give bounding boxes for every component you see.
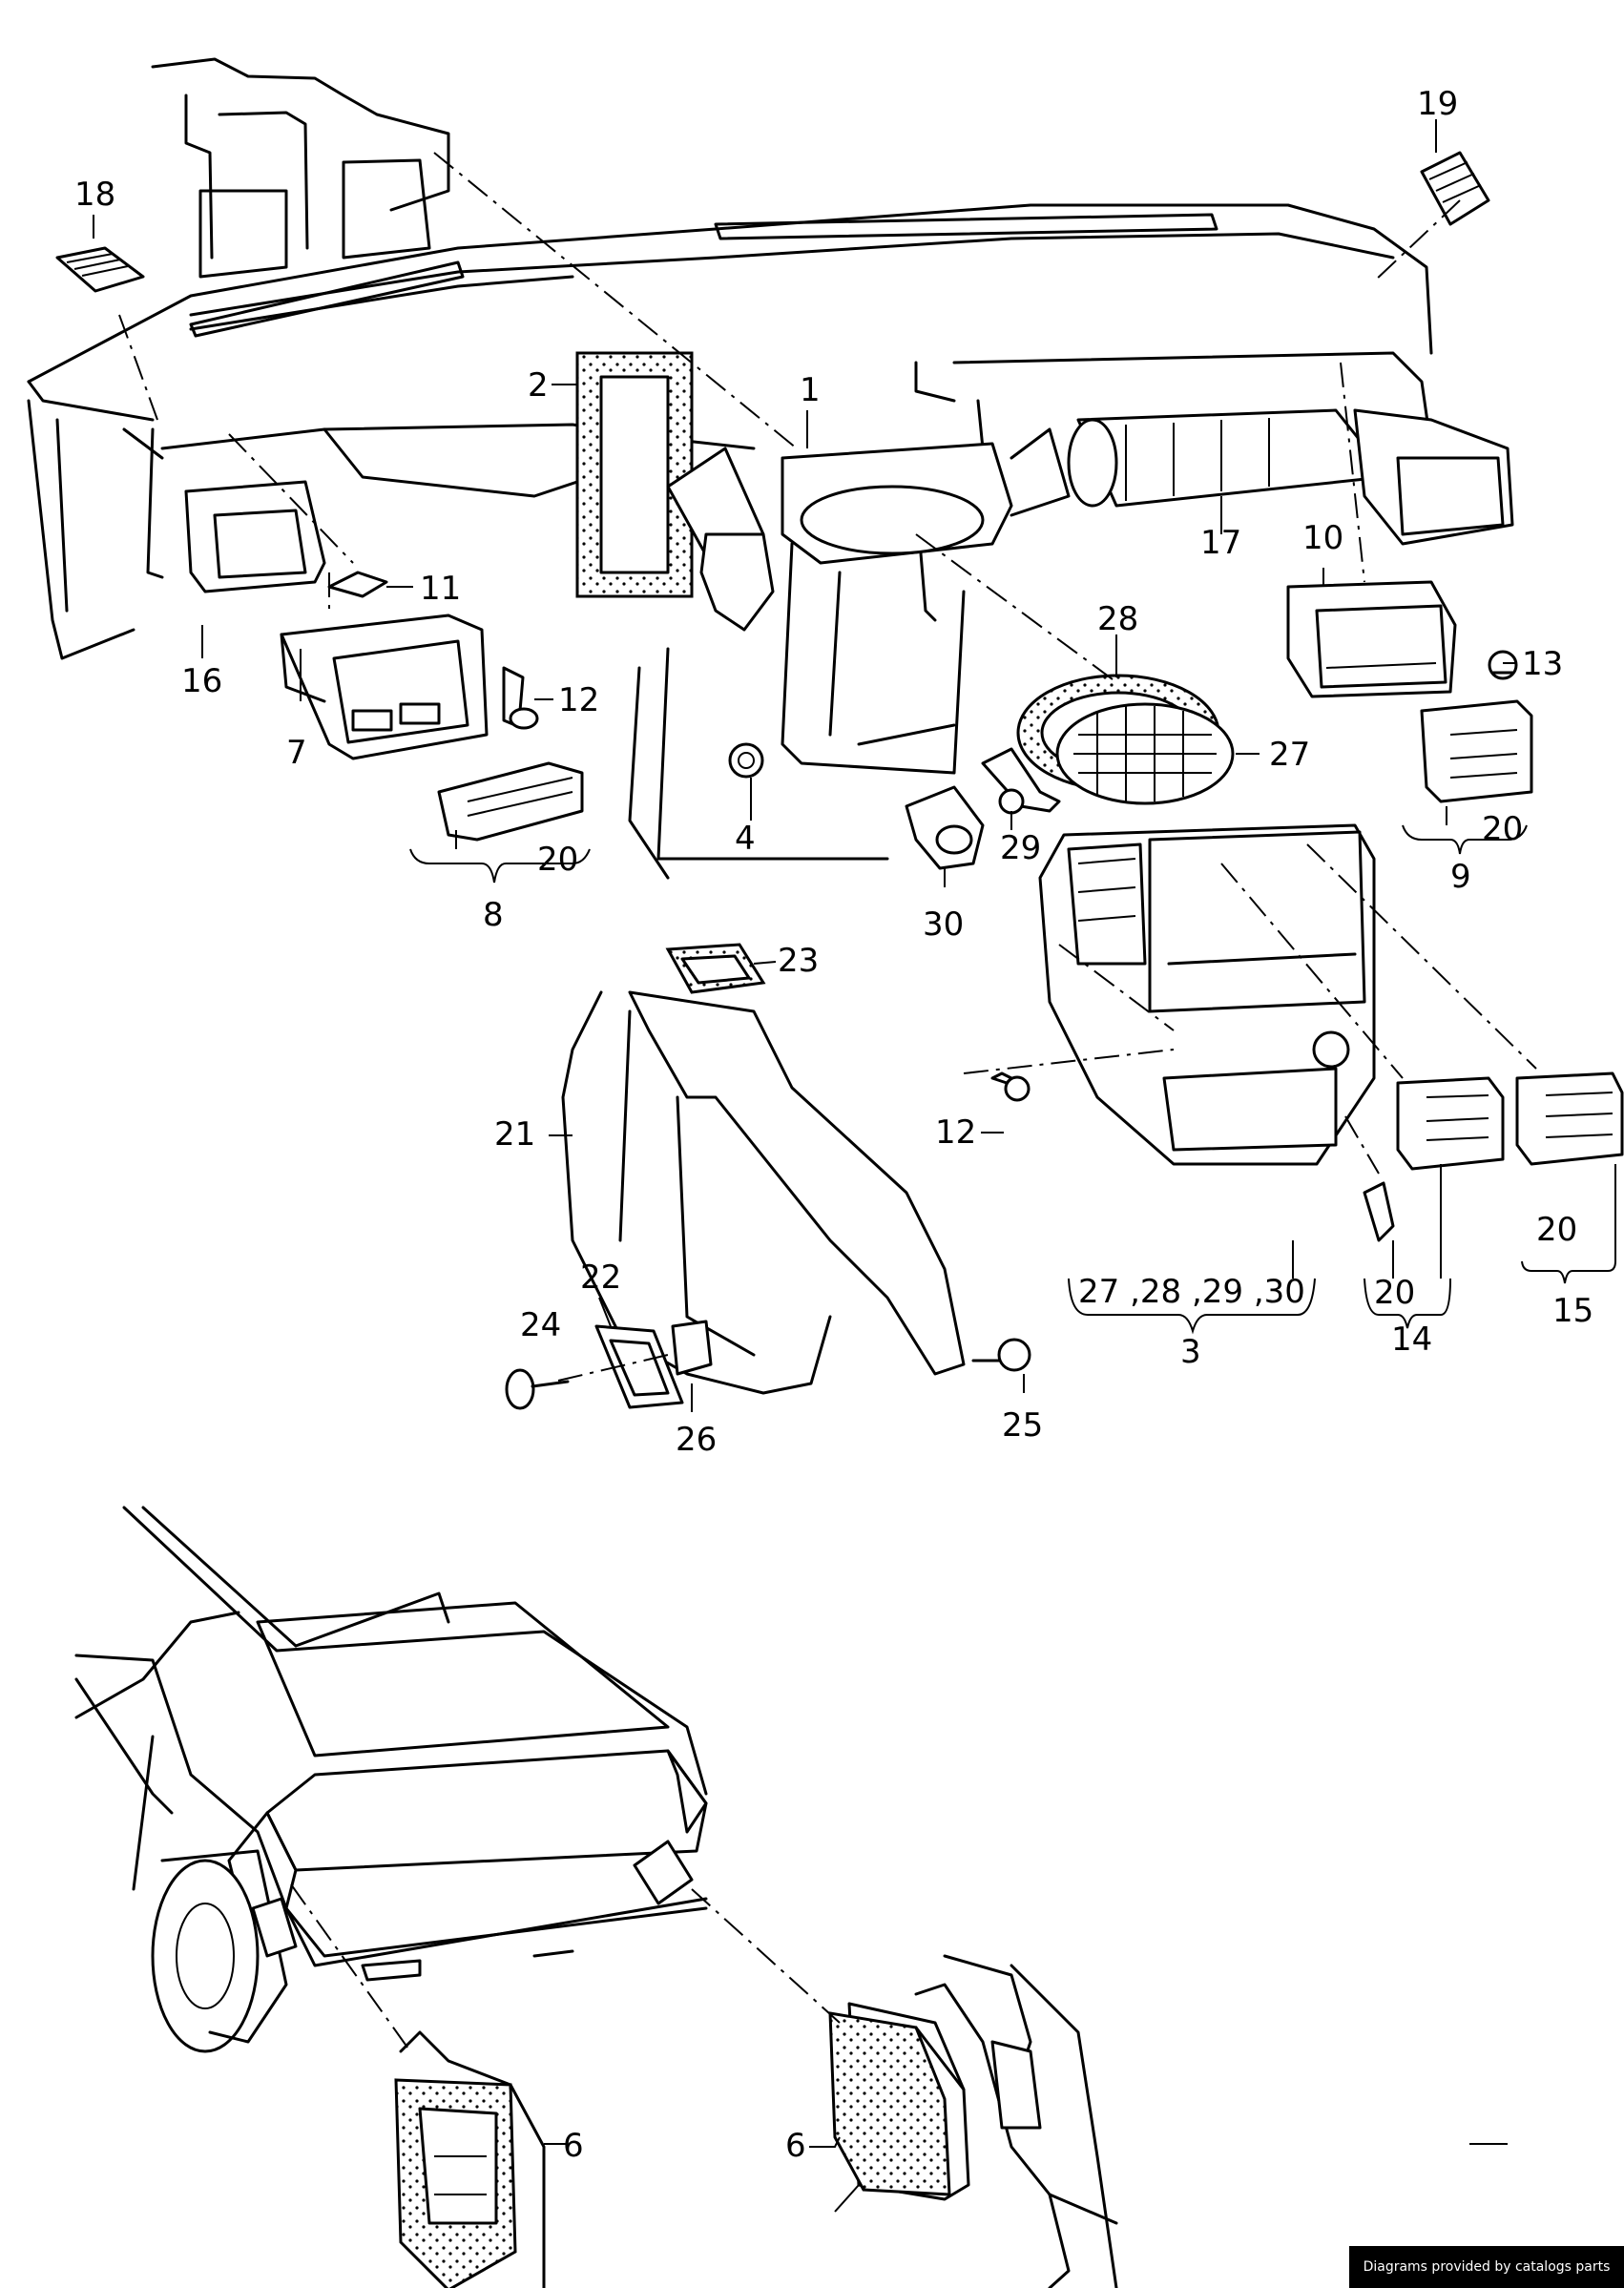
part-20-vent-left <box>437 761 584 842</box>
attribution-footer: Diagrams provided by catalogs parts <box>1349 2246 1624 2288</box>
part-13-bulb <box>1488 650 1518 680</box>
callout-13: 13 <box>1522 645 1563 683</box>
callout-24: 24 <box>520 1306 561 1344</box>
callout-29: 29 <box>1000 829 1041 867</box>
part-20-vent-right-top <box>1420 699 1533 803</box>
callout-11: 11 <box>420 570 461 608</box>
callout-14: 14 <box>1391 1321 1432 1359</box>
callout-6-right: 6 <box>563 2127 584 2165</box>
part-11-clip <box>327 571 388 598</box>
part-20-vent-15 <box>1515 1071 1624 1166</box>
part-2-gasket <box>575 351 694 598</box>
callout-26: 26 <box>676 1421 717 1459</box>
part-25-nut <box>971 1338 1031 1372</box>
part-26-clip <box>671 1320 713 1376</box>
callout-1: 1 <box>800 371 821 409</box>
callout-20-15: 20 <box>1536 1211 1577 1249</box>
part-23-gasket <box>665 943 766 994</box>
part-20-vent-14 <box>1363 1076 1505 1242</box>
assembly-line-car-right <box>691 1888 841 2024</box>
callout-21: 21 <box>494 1115 535 1154</box>
callout-12-left: 12 <box>558 681 599 719</box>
callout-17: 17 <box>1200 524 1241 562</box>
callout-30: 30 <box>923 905 964 944</box>
part-19-vent-grille <box>1420 151 1490 226</box>
callout-3: 3 <box>1180 1333 1201 1371</box>
callout-19: 19 <box>1417 85 1458 123</box>
part-27-oval-grille <box>1055 702 1235 805</box>
part-6-exhaust-vent-left <box>394 2030 546 2288</box>
part-12-screw-left <box>502 666 539 730</box>
callout-15: 15 <box>1552 1292 1593 1330</box>
callout-8: 8 <box>483 896 504 934</box>
callout-28: 28 <box>1097 600 1138 638</box>
part-10-instrument-vent <box>1286 580 1457 698</box>
assembly-lines <box>118 152 1537 1382</box>
callout-3-group: 27 ,28 ,29 ,30 <box>1078 1273 1305 1311</box>
part-3-center-console <box>1038 823 1376 1166</box>
car-rear-view <box>74 1506 708 2053</box>
part-6-exhaust-vent-right <box>828 1954 1118 2288</box>
assembly-line-car-left <box>290 1883 411 2052</box>
callout-23: 23 <box>778 942 819 980</box>
part-12-screw-right <box>990 1071 1031 1102</box>
callout-9: 9 <box>1450 858 1471 896</box>
part-17-air-duct <box>1067 408 1514 546</box>
part-24-screw <box>505 1368 570 1410</box>
callout-20-top-right: 20 <box>1482 810 1523 848</box>
callout-12-right: 12 <box>935 1113 976 1152</box>
callout-20-left: 20 <box>537 841 578 879</box>
callout-4: 4 <box>735 820 756 858</box>
part-29-clip <box>981 747 1061 815</box>
leader-lines <box>93 119 1616 2213</box>
callout-25: 25 <box>1002 1406 1043 1445</box>
part-18-vent-grille <box>55 246 145 293</box>
callout-16: 16 <box>181 662 222 700</box>
part-30-knob <box>905 785 985 870</box>
part-4-bulb <box>728 742 764 779</box>
leader-6-left <box>809 2136 841 2148</box>
part-1-air-distributor <box>666 427 1071 775</box>
part-16-vent-housing <box>184 480 326 593</box>
callout-22: 22 <box>580 1258 621 1297</box>
callout-20-14: 20 <box>1374 1274 1415 1312</box>
callout-2: 2 <box>528 366 549 405</box>
callout-18: 18 <box>74 176 115 214</box>
part-22-grille <box>594 1324 684 1409</box>
part-7-vent-frame <box>280 614 489 760</box>
callout-6-left: 6 <box>785 2127 806 2165</box>
callout-7: 7 <box>286 734 307 772</box>
callout-27: 27 <box>1269 736 1310 774</box>
callout-10: 10 <box>1302 519 1343 557</box>
